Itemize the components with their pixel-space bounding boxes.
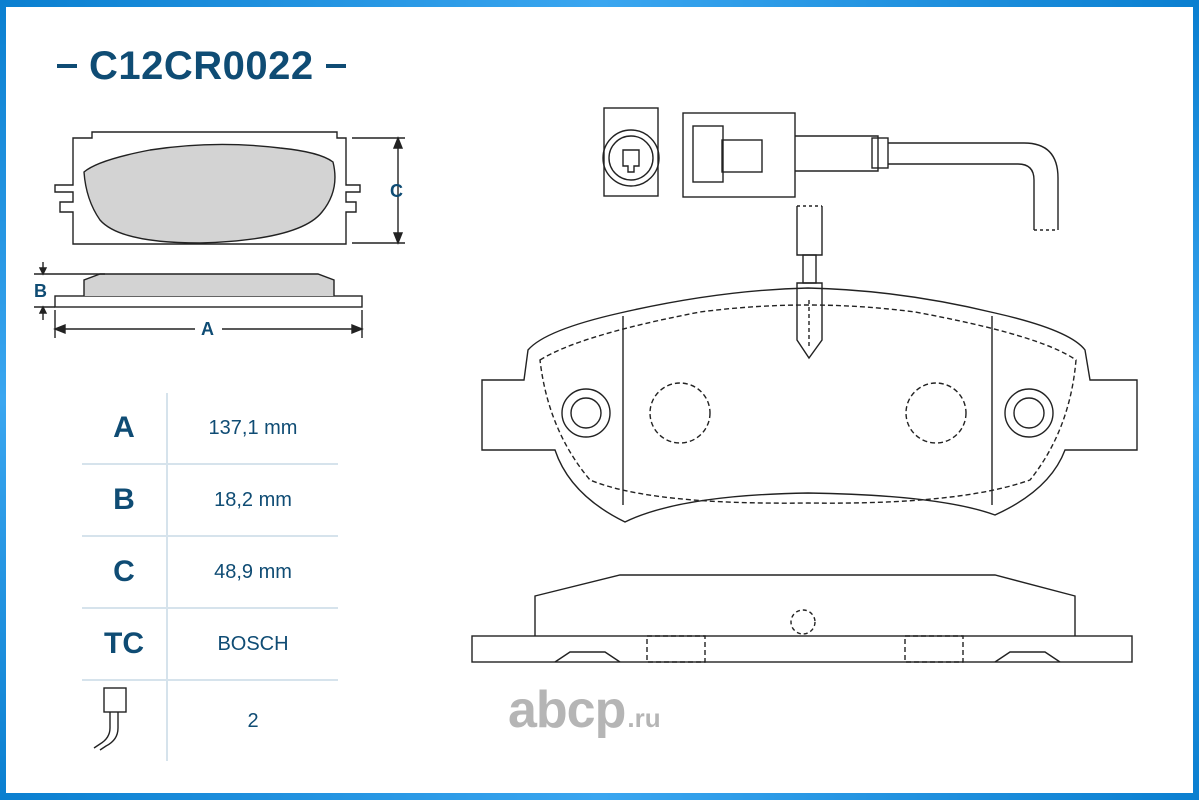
spec-value: 48,9 mm [167, 536, 338, 609]
large-pad-front-view [481, 287, 1138, 523]
spec-row-a: A 137,1 mm [82, 393, 338, 465]
spec-key: C [82, 536, 168, 609]
large-pad-side-view [471, 574, 1133, 663]
dimension-label-a: A [201, 319, 214, 339]
spec-row-sensor: 2 [82, 680, 338, 761]
frame-left-border [0, 0, 6, 800]
spec-key: B [82, 464, 168, 537]
frame-top-border [0, 0, 1199, 7]
title-dash-right [325, 64, 346, 68]
spec-row-tc: TC BOSCH [82, 608, 338, 681]
spec-row-c: C 48,9 mm [82, 536, 338, 609]
title-dash-left [57, 64, 77, 68]
abcp-logo: abcp .ru [508, 680, 661, 740]
wear-sensor-connector [602, 107, 1059, 360]
spec-key: A [82, 393, 168, 465]
spec-value: 2 [247, 709, 259, 732]
frame-right-border [1193, 0, 1199, 800]
spec-value: 18,2 mm [167, 464, 338, 537]
spec-key: TC [82, 608, 168, 681]
spec-key-sensor [82, 680, 168, 761]
frame-bottom-border [0, 793, 1199, 800]
spec-row-b: B 18,2 mm [82, 464, 338, 537]
dimension-label-b: B [34, 281, 47, 301]
spec-table: A 137,1 mm B 18,2 mm C 48,9 mm TC BOSCH … [82, 393, 338, 761]
part-number-title: C12CR0022 [45, 38, 358, 94]
logo-tld: .ru [627, 703, 661, 733]
dimension-label-c: C [390, 181, 403, 201]
spec-value: BOSCH [167, 608, 338, 681]
small-pad-side-view [34, 262, 364, 338]
part-number: C12CR0022 [89, 43, 314, 88]
spec-value: 137,1 mm [167, 393, 338, 465]
logo-main: abcp [508, 681, 626, 739]
small-pad-front-view [54, 131, 405, 245]
